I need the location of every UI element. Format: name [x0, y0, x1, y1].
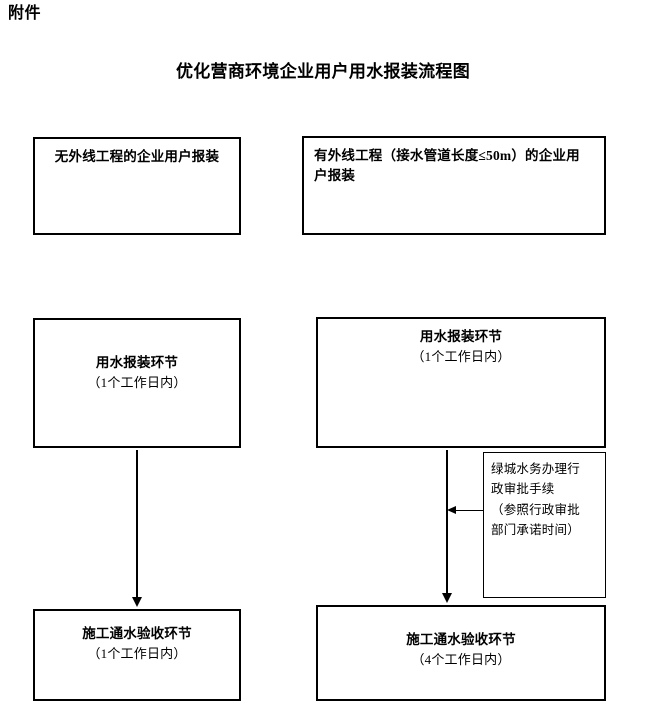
attachment-label: 附件: [8, 5, 42, 22]
approval-annotation-line-4: 部门承诺时间）: [491, 522, 580, 537]
right-step-node: 用水报装环节 （1个工作日内）: [316, 317, 606, 448]
left-start-node-title: 无外线工程的企业用户报装: [54, 149, 220, 164]
approval-annotation-box: 绿城水务办理行 政审批手续 （参照行政审批 部门承诺时间）: [483, 452, 606, 598]
right-start-node-title: 有外线工程（接水管道长度≤50m）的企业用户报装: [314, 148, 580, 183]
left-step-node: 用水报装环节 （1个工作日内）: [33, 318, 241, 448]
approval-annotation-line-2: 政审批手续: [491, 482, 555, 497]
left-step-node-title: 用水报装环节: [95, 355, 179, 370]
annotation-to-flow-arrow: [447, 506, 484, 514]
approval-annotation-line-1: 绿城水务办理行: [491, 462, 580, 476]
left-step-to-end-arrow: [132, 450, 142, 607]
left-end-node: 施工通水验收环节 （1个工作日内）: [33, 609, 241, 701]
page-title: 优化营商环境企业用户用水报装流程图: [175, 62, 471, 81]
left-step-node-subtitle: （1个工作日内）: [87, 374, 187, 390]
right-end-node-title: 施工通水验收环节: [406, 632, 516, 647]
approval-annotation-line-3: （参照行政审批: [491, 502, 580, 517]
right-step-node-subtitle: （1个工作日内）: [411, 348, 511, 364]
right-start-node: 有外线工程（接水管道长度≤50m）的企业用户报装: [302, 136, 606, 235]
right-end-node-subtitle: （4个工作日内）: [411, 651, 511, 667]
right-end-node: 施工通水验收环节 （4个工作日内）: [316, 605, 606, 701]
left-end-node-subtitle: （1个工作日内）: [87, 645, 187, 661]
left-end-node-title: 施工通水验收环节: [82, 626, 192, 641]
left-start-node: 无外线工程的企业用户报装: [33, 137, 241, 235]
right-step-to-end-arrow: [442, 450, 452, 603]
right-step-node-title: 用水报装环节: [419, 329, 503, 344]
